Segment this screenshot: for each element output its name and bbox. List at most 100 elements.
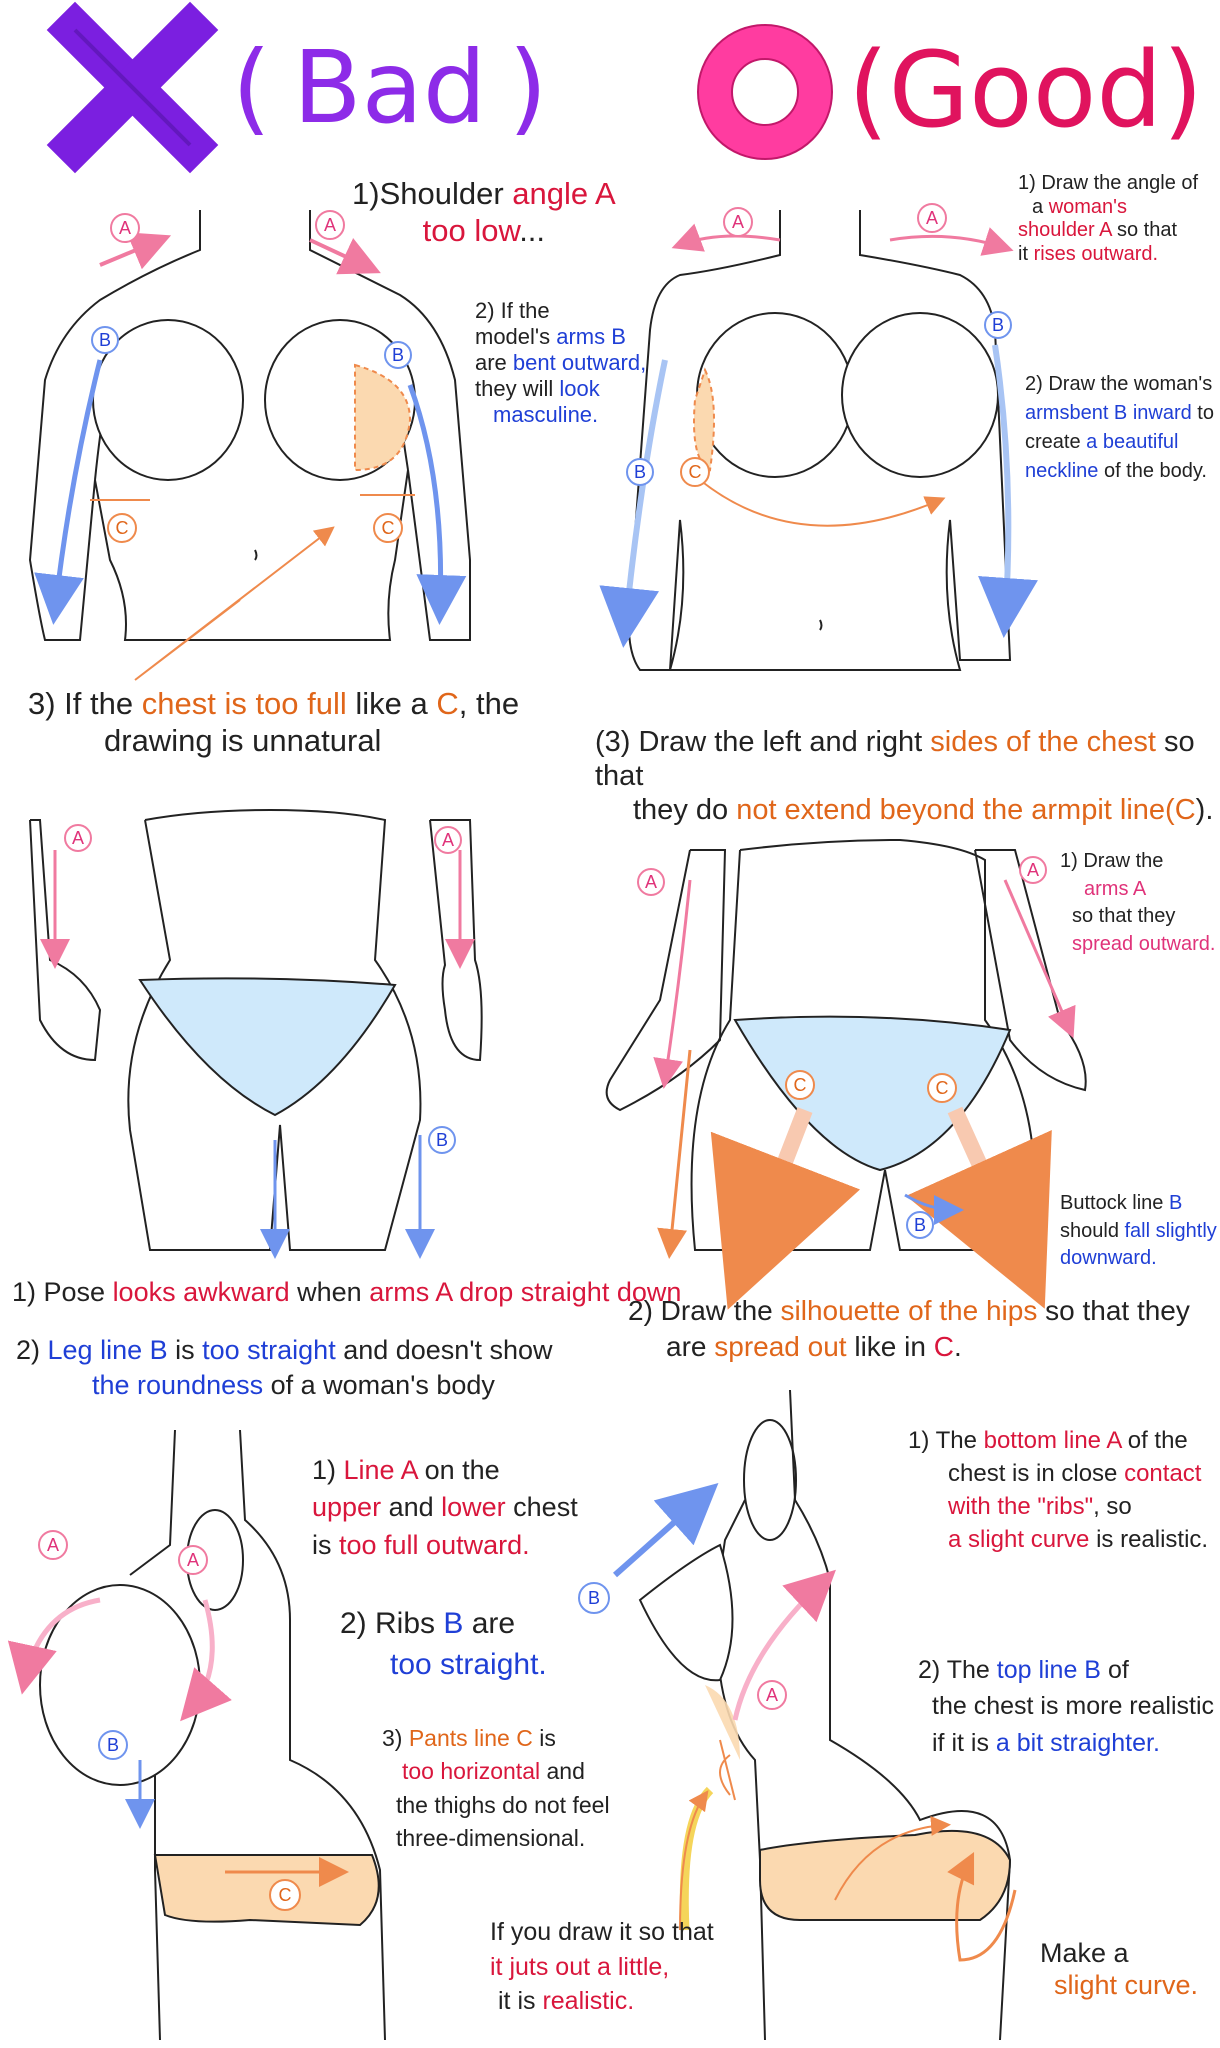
bad-chest-note: 3) If the chest is too full like a C, th…: [28, 686, 520, 758]
good-hips-note: 2) Draw the silhouette of the hips so th…: [628, 1295, 1190, 1363]
good-side-slight-curve-arrow: [947, 1851, 1017, 1962]
bad-pants-note: 3) Pants line C is too horizontal and th…: [382, 1725, 610, 1852]
bad-arms-note: 2) If the model's arms B are bent outwar…: [475, 298, 647, 427]
good-arm-b-arrow-left: [599, 359, 668, 648]
svg-text:B: B: [588, 1588, 600, 1608]
label-c-icon: C: [373, 513, 403, 543]
label-a-icon: A: [315, 210, 345, 240]
good-header: (Good): [848, 38, 1203, 142]
good-arms-spread-note: 1) Draw the arms A so that they spread o…: [1060, 850, 1216, 955]
svg-text:A: A: [72, 828, 84, 848]
label-a-icon: A: [757, 1680, 787, 1710]
svg-text:B: B: [634, 462, 646, 482]
label-b-icon: B: [626, 458, 654, 486]
bad-shoulder-a-arrow-right: [309, 238, 381, 275]
good-side-a-arrow: [732, 1569, 836, 1721]
svg-text:A: A: [645, 872, 657, 892]
bad-shoulder-note: 1)Shoulder angle A too low...: [352, 176, 616, 248]
svg-text:A: A: [926, 208, 938, 228]
bad-arm-b-arrow-right: [407, 384, 467, 625]
label-b-icon: B: [98, 1730, 128, 1760]
bad-side-a-arrow-upper: [7, 1597, 101, 1695]
good-shoulder-a-arrow-left: [671, 223, 781, 252]
bad-chest-overflow-c-area: [354, 363, 412, 472]
good-bottom-line-note: 1) The bottom line A of the chest is in …: [908, 1427, 1209, 1554]
good-header-word: Good: [888, 29, 1163, 151]
bad-x-icon: [46, 1, 219, 174]
svg-text:A: A: [47, 1535, 59, 1555]
bad-arm-b-arrow-left: [34, 359, 103, 625]
bad-chest-c-pointer: [134, 530, 330, 681]
bad-paren-close: ): [508, 29, 548, 146]
label-c-icon: C: [269, 1879, 301, 1911]
good-circle-icon: [697, 24, 833, 160]
svg-text:B: B: [107, 1735, 119, 1755]
label-c-icon: C: [927, 1073, 957, 1103]
good-side-pants: [759, 1829, 1012, 1921]
bad-header-word: Bad: [293, 29, 487, 146]
svg-text:C: C: [936, 1078, 949, 1098]
bad-pose-note: 1) Pose looks awkward when arms A drop s…: [12, 1277, 682, 1307]
good-chest-note: (3) Draw the left and right sides of the…: [595, 726, 1214, 827]
label-a-icon: A: [637, 868, 665, 896]
label-a-icon: A: [917, 203, 947, 233]
svg-text:B: B: [99, 330, 111, 350]
good-shoulder-note: 1) Draw the angle of a woman's shoulder …: [1018, 172, 1199, 265]
bad-side-pants: [153, 1854, 380, 1927]
good-arm-a-arrow-right: [1003, 879, 1076, 1039]
label-c-icon: C: [107, 513, 137, 543]
good-hip-curve-arrow: [657, 1049, 692, 1259]
svg-text:A: A: [1027, 860, 1039, 880]
svg-text:C: C: [794, 1075, 807, 1095]
bad-paren-open: (: [232, 29, 272, 146]
good-side-view-figure: [638, 1389, 1012, 2041]
good-paren-open: (: [848, 29, 889, 151]
good-chest-c-area: [693, 367, 715, 472]
good-buttock-note: Buttock line B should fall slightly down…: [1060, 1192, 1217, 1270]
good-slight-curve-note: Make a slight curve.: [1040, 1938, 1199, 2001]
label-b-icon: B: [384, 341, 412, 369]
bad-header: (Bad): [232, 38, 547, 138]
good-shoulder-a-arrow-right: [889, 227, 1014, 256]
label-a-icon: A: [178, 1545, 208, 1575]
svg-text:C: C: [116, 518, 129, 538]
label-a-icon: A: [434, 826, 462, 854]
good-arm-a-arrow-left: [653, 879, 692, 1089]
label-a-icon: A: [723, 207, 753, 237]
bad-panties: [138, 977, 397, 1117]
bad-ribs-note: 2) Ribs B are too straight.: [340, 1607, 547, 1682]
label-b-icon: B: [906, 1211, 934, 1239]
label-c-icon: C: [785, 1070, 815, 1100]
label-b-icon: B: [428, 1126, 456, 1154]
good-chest-c-curve: [699, 479, 946, 527]
circle-labels: A A B B C C A A B B C A A B A A C C B A …: [38, 203, 1047, 1911]
svg-text:A: A: [187, 1550, 199, 1570]
good-arms-note: 2) Draw the woman's armsbent B inward to…: [1025, 373, 1214, 482]
svg-text:A: A: [732, 212, 744, 232]
bad-side-a-arrow-lower: [180, 1599, 232, 1722]
svg-text:B: B: [392, 345, 404, 365]
svg-text:A: A: [442, 830, 454, 850]
bad-shoulder-a-arrow-left: [99, 232, 172, 270]
label-b-icon: B: [578, 1582, 610, 1614]
good-paren-close: ): [1162, 29, 1204, 151]
svg-text:C: C: [279, 1885, 292, 1905]
svg-text:A: A: [119, 218, 131, 238]
good-hip-c-arrow-left: [710, 1107, 861, 1310]
good-hip-c-arrow-right: [905, 1106, 1052, 1309]
good-side-curve-arrow: [834, 1815, 951, 1901]
svg-text:A: A: [324, 215, 336, 235]
svg-text:B: B: [992, 315, 1004, 335]
bad-line-a-note: 1) Line A on the upper and lower chest i…: [312, 1455, 578, 1560]
good-front-torso-figure: [627, 210, 1012, 671]
good-arm-b-arrow-right: [978, 344, 1038, 638]
svg-text:C: C: [689, 462, 702, 482]
svg-text:B: B: [914, 1215, 926, 1235]
label-c-icon: C: [680, 457, 710, 487]
svg-text:C: C: [382, 518, 395, 538]
bad-leg-note: 2) Leg line B is too straight and doesn'…: [16, 1335, 553, 1401]
good-top-line-note: 2) The top line B of the chest is more r…: [918, 1656, 1215, 1757]
label-b-icon: B: [91, 326, 119, 354]
svg-text:A: A: [766, 1685, 778, 1705]
